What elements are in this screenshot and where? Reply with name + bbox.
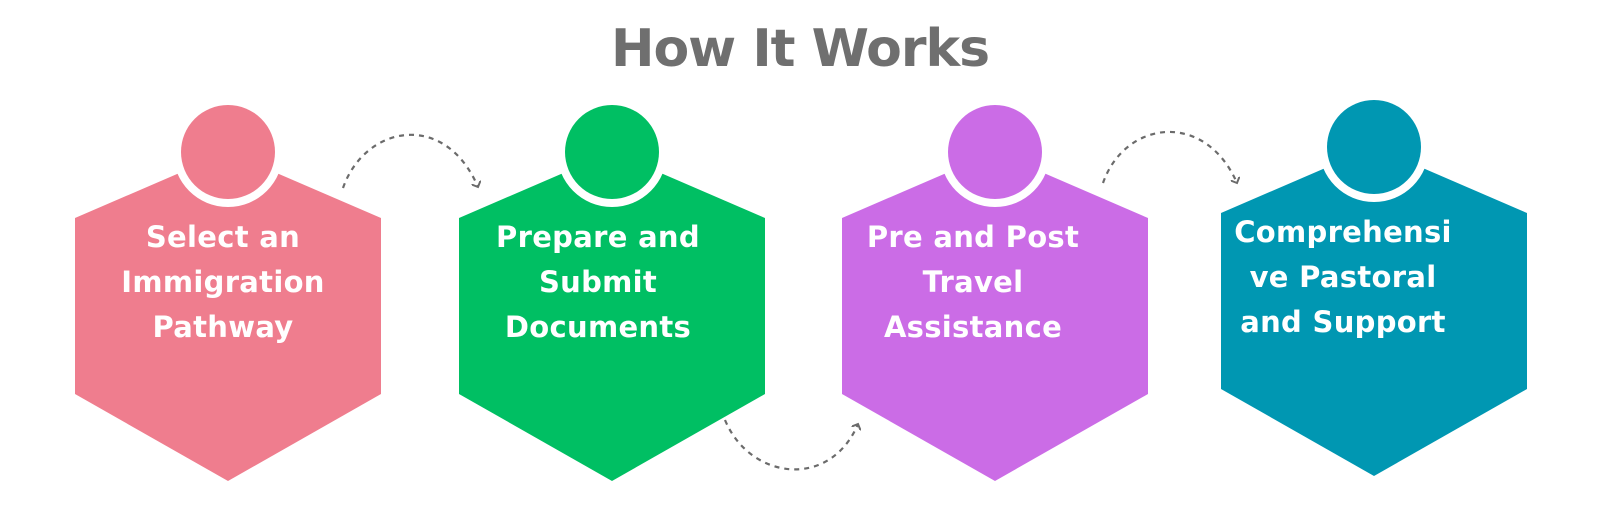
step-4-label-line-2: ve Pastoral xyxy=(1249,260,1437,294)
step-1-label: Select an Immigration Pathway xyxy=(103,215,343,350)
step-4-badge-circle xyxy=(1327,100,1421,194)
step-1-badge-circle xyxy=(181,105,275,199)
step-3 xyxy=(842,97,1148,481)
step-2 xyxy=(459,97,765,481)
step-1 xyxy=(75,97,381,481)
step-3-label-line-3: Assistance xyxy=(883,310,1063,344)
step-1-hexagon xyxy=(75,152,381,481)
connector-arrow-2-to-3 xyxy=(723,419,858,471)
step-4-label-line-1: Comprehensi xyxy=(1234,215,1452,249)
step-4-hexagon xyxy=(1221,147,1527,476)
step-3-hexagon xyxy=(842,152,1148,481)
step-2-label-line-2: Submit xyxy=(538,265,658,299)
step-2-hexagon xyxy=(459,152,765,481)
step-3-label-line-1: Pre and Post xyxy=(866,220,1080,254)
connector-arrow-1-to-2 xyxy=(341,133,478,189)
step-2-label-line-1: Prepare and xyxy=(496,220,700,254)
step-3-badge-circle xyxy=(948,105,1042,199)
step-4-label: Comprehensi ve Pastoral and Support xyxy=(1223,210,1463,345)
page-title: How It Works xyxy=(610,19,990,79)
step-2-label: Prepare and Submit Documents xyxy=(478,215,718,350)
step-1-label-line-3: Pathway xyxy=(152,310,294,344)
connector-arrow-3-to-4 xyxy=(1101,130,1237,183)
step-2-badge-circle xyxy=(565,105,659,199)
step-4-label-line-3: and Support xyxy=(1240,305,1446,339)
step-1-label-line-1: Select an xyxy=(145,220,301,254)
step-1-label-line-2: Immigration xyxy=(121,265,325,299)
step-4 xyxy=(1221,92,1527,476)
step-3-label: Pre and Post Travel Assistance xyxy=(853,215,1093,350)
step-3-label-line-2: Travel xyxy=(922,265,1024,299)
step-2-label-line-3: Documents xyxy=(504,310,692,344)
